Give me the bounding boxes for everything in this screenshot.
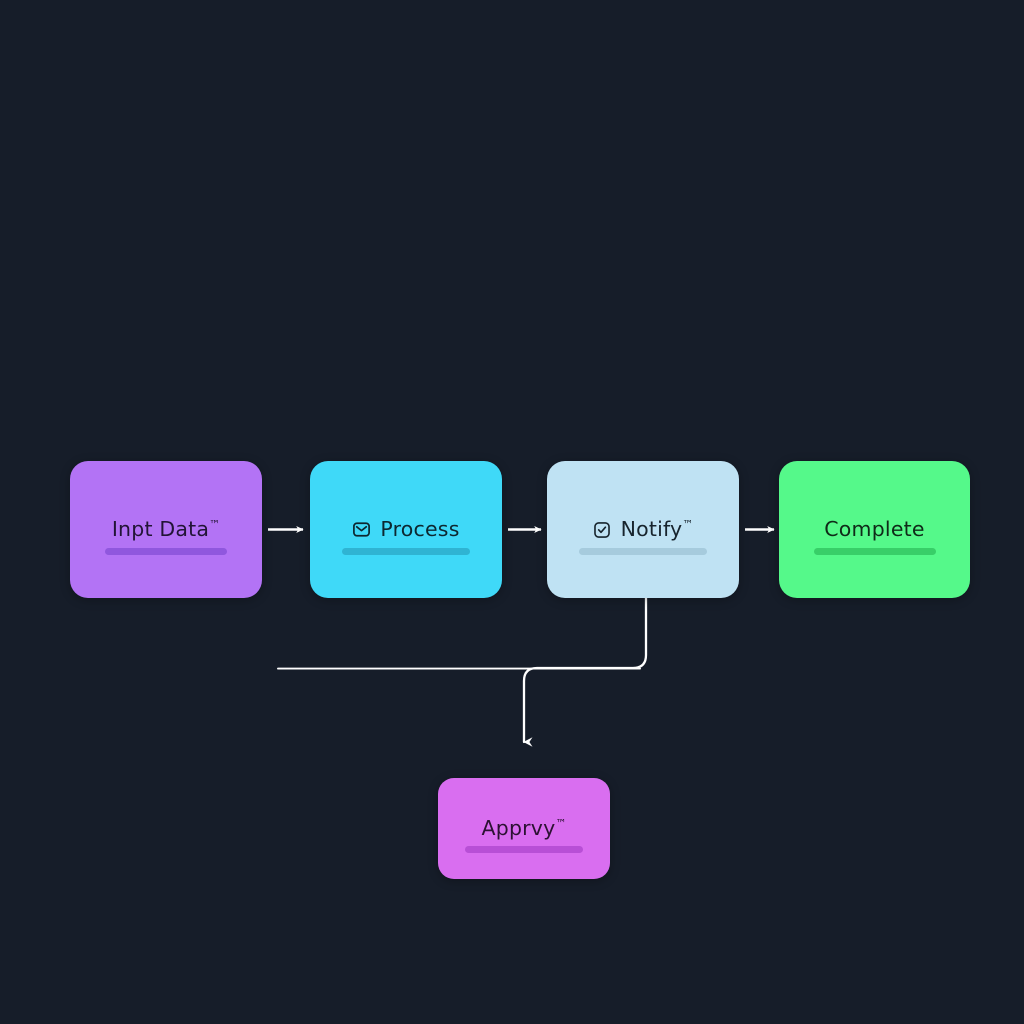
node-header: Process	[310, 519, 502, 540]
edge-notify-approval	[277, 596, 648, 747]
node-label: Apprvy™	[481, 816, 567, 841]
node-label: Inpt Data™	[111, 517, 221, 542]
mail-icon	[352, 520, 371, 539]
node-progress-bar	[579, 547, 707, 555]
node-label: Process	[380, 517, 460, 542]
trademark-mark: ™	[555, 817, 567, 831]
node-progress-bar	[813, 547, 936, 555]
node-approval[interactable]: Apprvy™	[438, 778, 610, 879]
node-label: Complete	[824, 517, 925, 542]
trademark-mark: ™	[209, 518, 221, 532]
node-progress-bar	[465, 845, 583, 853]
node-header: Complete	[779, 519, 970, 540]
trademark-mark: ™	[682, 518, 694, 532]
node-input-data[interactable]: Inpt Data™	[70, 461, 262, 598]
node-header: Inpt Data™	[70, 519, 262, 540]
check-square-icon	[593, 520, 612, 539]
node-progress-bar	[342, 547, 470, 555]
node-process[interactable]: Process	[310, 461, 502, 598]
node-notify[interactable]: Notify™	[547, 461, 739, 598]
node-progress-bar	[105, 547, 227, 555]
node-label: Notify™	[620, 517, 694, 542]
node-header: Notify™	[547, 519, 739, 540]
node-header: Apprvy™	[438, 818, 610, 839]
node-complete[interactable]: Complete	[779, 461, 970, 598]
